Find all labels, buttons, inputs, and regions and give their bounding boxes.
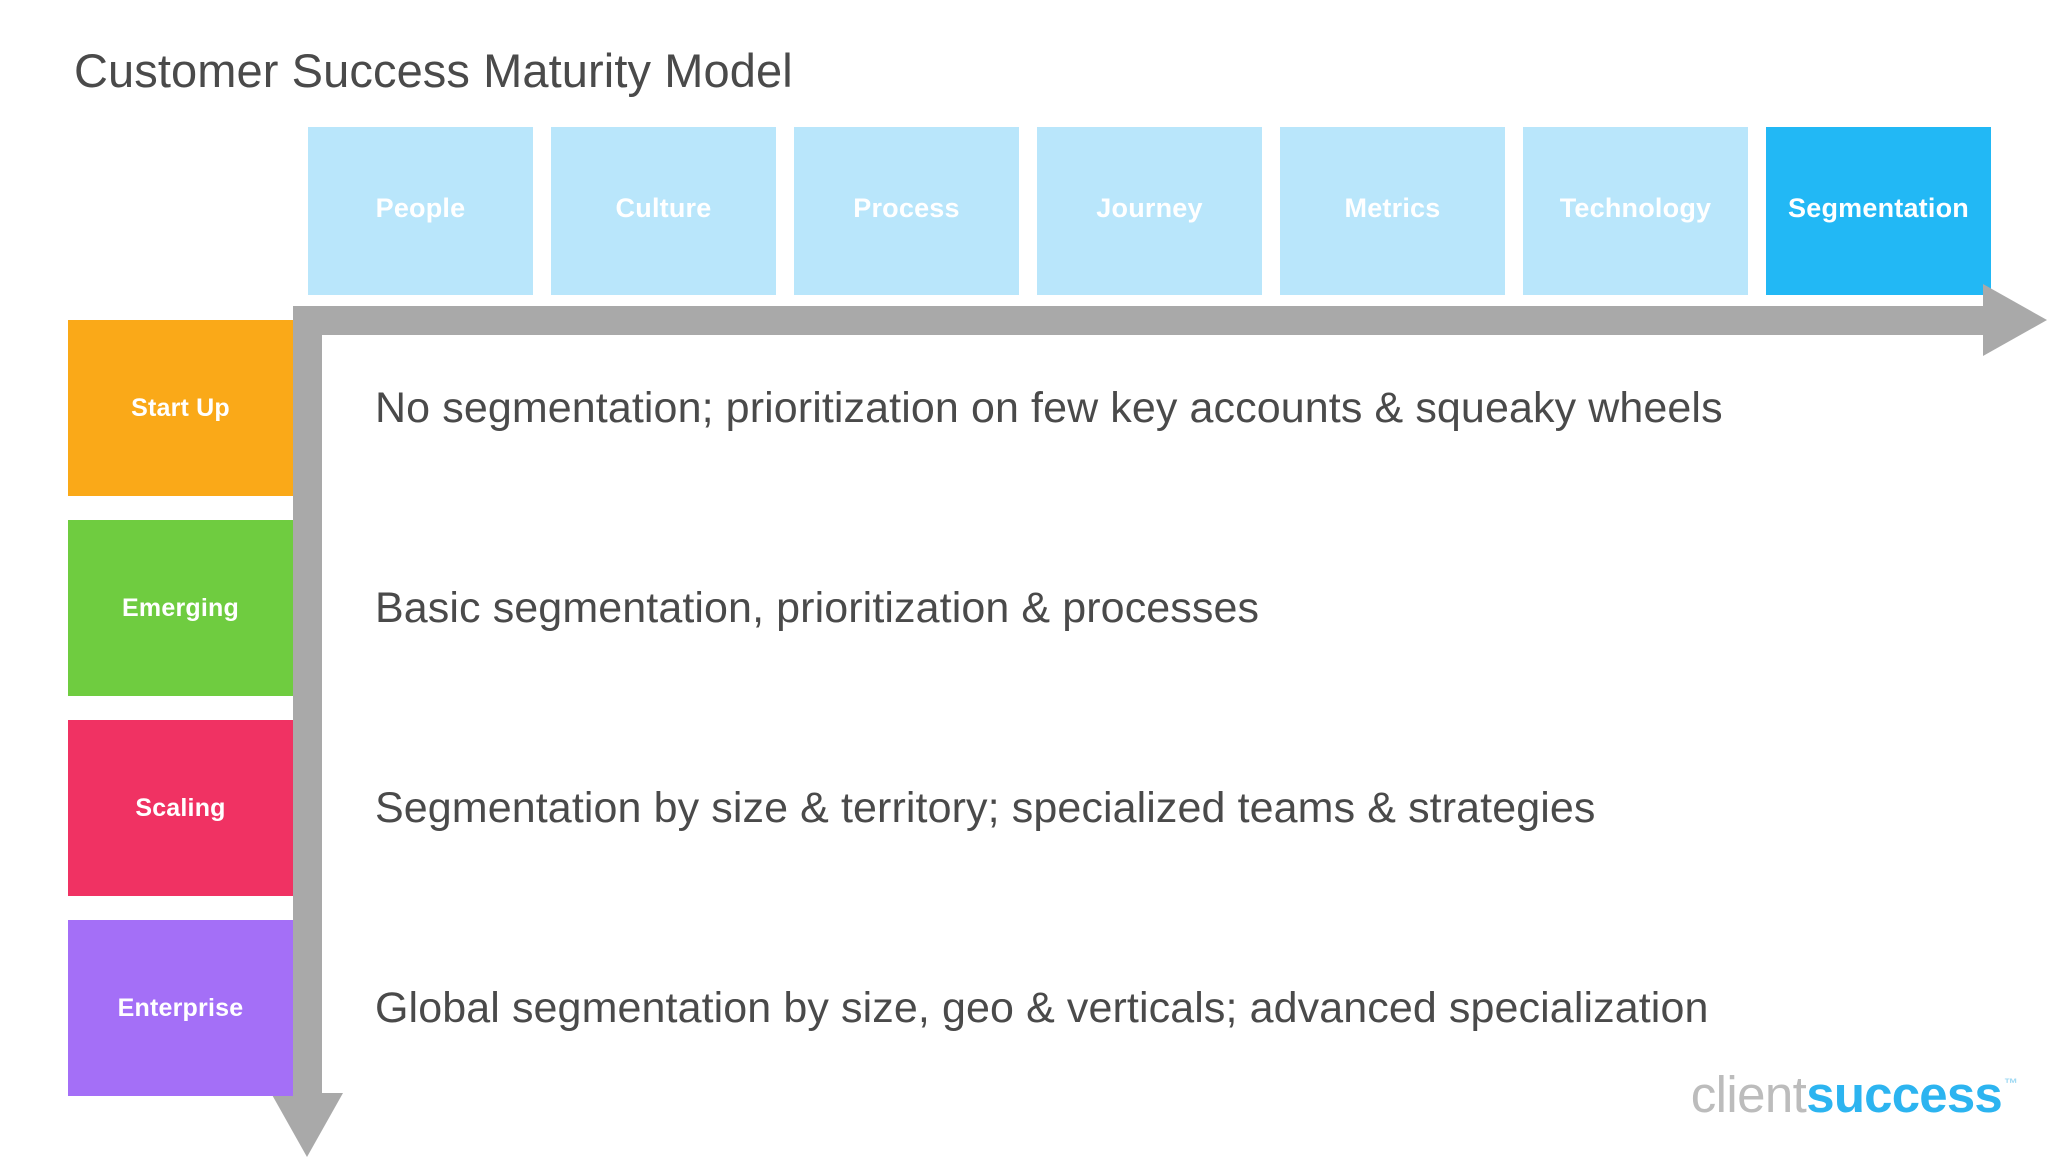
stage-block-start-up[interactable]: Start Up [68, 320, 293, 496]
page-title: Customer Success Maturity Model [74, 44, 793, 97]
pillar-tab-technology[interactable]: Technology [1523, 127, 1748, 295]
pillar-tab-label: Metrics [1344, 192, 1441, 223]
pillar-tab-label: People [375, 192, 466, 223]
arrow-down-head-icon [271, 1093, 343, 1157]
clientsuccess-logo: client success ™ [1691, 1065, 2018, 1124]
stage-block-scaling[interactable]: Scaling [68, 720, 293, 896]
description-row-enterprise: Global segmentation by size, geo & verti… [375, 920, 2015, 1096]
pillar-tab-label: Journey [1096, 192, 1203, 223]
pillar-tab-segmentation[interactable]: Segmentation [1766, 127, 1991, 295]
stage-label: Start Up [131, 393, 230, 422]
description-text: Basic segmentation, prioritization & pro… [375, 584, 1260, 632]
stage-label: Scaling [135, 793, 226, 822]
pillar-tab-label: Segmentation [1788, 192, 1969, 223]
logo-word-client: client [1690, 1066, 1807, 1123]
description-row-emerging: Basic segmentation, prioritization & pro… [375, 520, 2015, 696]
pillar-tab-metrics[interactable]: Metrics [1280, 127, 1505, 295]
stage-block-enterprise[interactable]: Enterprise [68, 920, 293, 1096]
trademark-icon: ™ [2004, 1075, 2018, 1091]
pillar-tab-process[interactable]: Process [794, 127, 1019, 295]
pillar-tab-label: Process [853, 192, 960, 223]
description-text: No segmentation; prioritization on few k… [375, 384, 1723, 432]
pillar-tab-strip: People Culture Process Journey Metrics T… [308, 127, 1991, 295]
pillar-tab-label: Technology [1559, 192, 1712, 223]
arrow-down-bar [293, 306, 322, 1097]
pillar-tab-people[interactable]: People [308, 127, 533, 295]
stage-label: Enterprise [117, 993, 244, 1022]
pillar-tab-culture[interactable]: Culture [551, 127, 776, 295]
logo-word-success: success [1806, 1066, 2003, 1123]
arrow-right-head-icon [1983, 284, 2047, 356]
pillar-tab-journey[interactable]: Journey [1037, 127, 1262, 295]
stage-block-emerging[interactable]: Emerging [68, 520, 293, 696]
stage-label: Emerging [122, 593, 239, 622]
description-row-start-up: No segmentation; prioritization on few k… [375, 320, 2015, 496]
description-text: Global segmentation by size, geo & verti… [375, 984, 1709, 1032]
arrow-right-bar [293, 306, 1985, 335]
description-row-scaling: Segmentation by size & territory; specia… [375, 720, 2015, 896]
pillar-tab-label: Culture [615, 192, 712, 223]
description-text: Segmentation by size & territory; specia… [375, 784, 1596, 832]
